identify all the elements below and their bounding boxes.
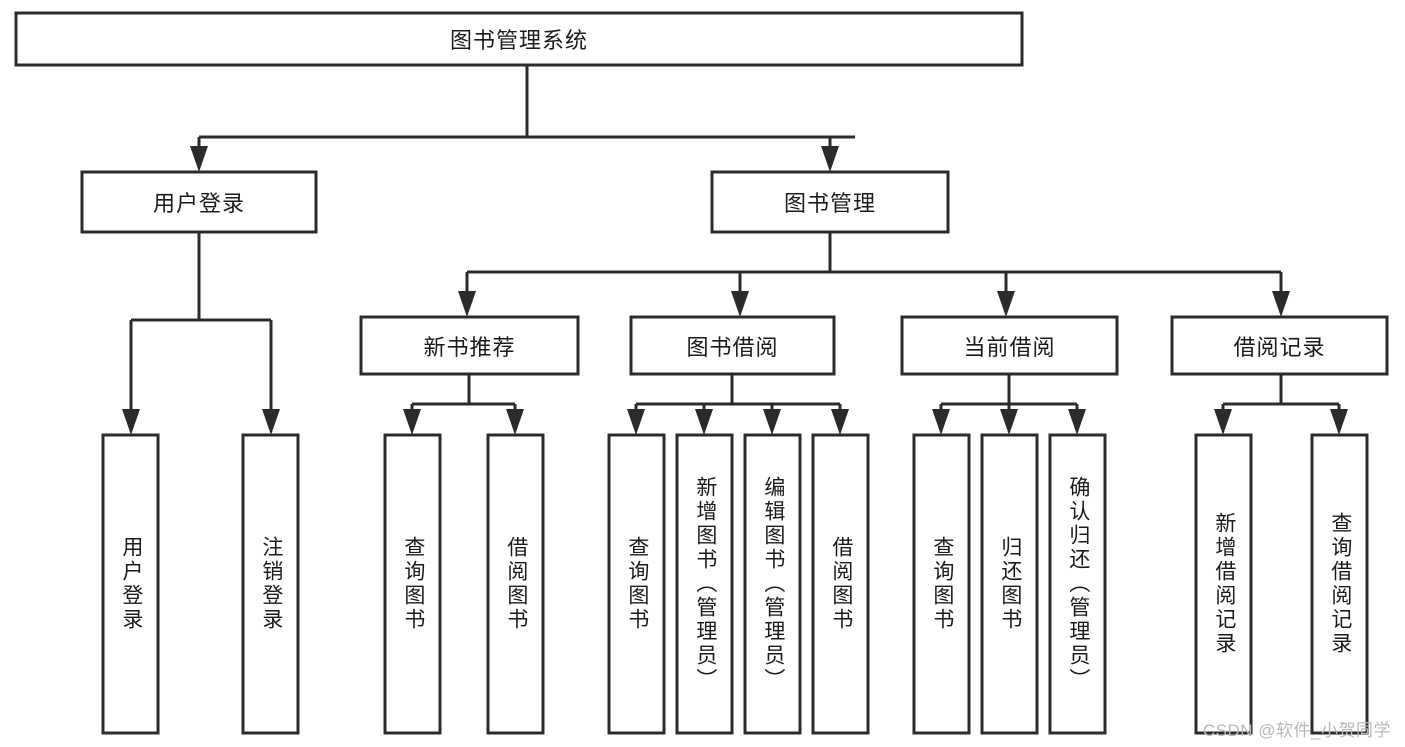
connector-book-management-to-level3 [458,232,1290,317]
leaf-box-4[interactable] [607,433,666,735]
node-box-current-borrow[interactable] [900,315,1119,376]
watermark: CSDN @软件_小贺同学 [1202,721,1391,740]
node-box-book-borrow[interactable] [629,315,836,376]
leaf-box-5[interactable] [675,433,734,735]
connector-book-borrow-to-leaves [627,374,849,435]
connector-new-book-recommend-to-leaves [403,374,524,435]
leaf-box-7[interactable] [811,433,870,735]
connector-user-login-to-leaves [122,232,280,435]
node-box-borrow-record[interactable] [1170,315,1389,376]
connector-root-to-level2 [190,65,855,172]
leaf-box-10[interactable] [1048,433,1107,735]
leaf-box-8[interactable] [912,433,971,735]
leaf-box-1[interactable] [241,433,300,735]
node-box-book-management[interactable] [710,170,950,234]
leaf-box-2[interactable] [383,433,442,735]
leaf-box-3[interactable] [486,433,545,735]
leaf-box-0[interactable] [101,433,160,735]
node-box-new-book-recommend[interactable] [359,315,580,376]
node-box-user-login[interactable] [80,170,318,234]
leaf-box-9[interactable] [980,433,1039,735]
node-box-root[interactable] [14,11,1024,67]
connector-borrow-record-to-leaves [1214,374,1348,435]
leaf-box-11[interactable] [1194,433,1253,735]
leaf-box-6[interactable] [743,433,802,735]
leaf-box-12[interactable] [1310,433,1369,735]
connector-current-borrow-to-leaves [932,374,1086,435]
